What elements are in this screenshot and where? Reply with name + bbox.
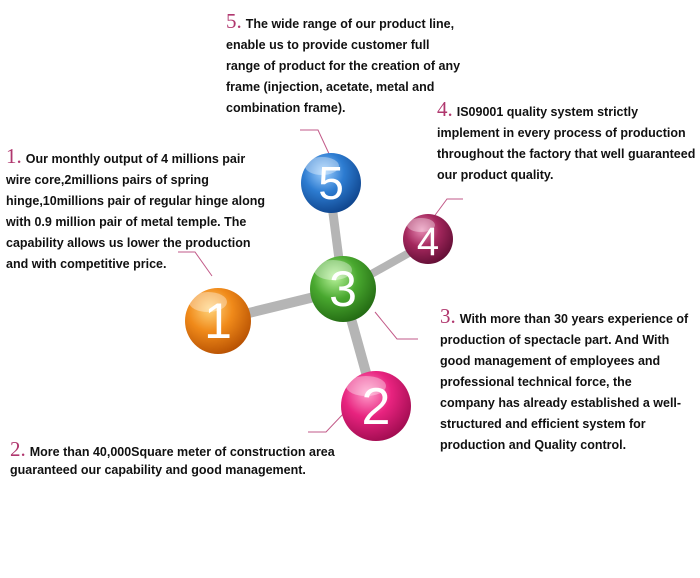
leader-lines xyxy=(178,129,463,433)
text-4: IS09001 quality system strictly implemen… xyxy=(437,105,696,182)
ball-1-label: 1 xyxy=(204,293,232,349)
number-3: 3. xyxy=(440,304,456,328)
ball-3: 3 xyxy=(310,256,376,322)
number-1: 1. xyxy=(6,144,22,168)
leader-2 xyxy=(308,412,345,433)
ball-2-label: 2 xyxy=(362,378,391,436)
text-block-5: 5.The wide range of our product line, en… xyxy=(226,11,462,119)
leader-3 xyxy=(374,311,418,340)
ball-4: 4 xyxy=(403,214,453,264)
ball-1: 1 xyxy=(185,288,251,354)
text-block-4: 4.IS09001 quality system strictly implem… xyxy=(437,99,699,186)
number-5: 5. xyxy=(226,9,242,33)
leader-5 xyxy=(300,129,332,159)
text-block-2: 2.More than 40,000Square meter of constr… xyxy=(10,437,350,479)
leader-4 xyxy=(429,198,463,223)
ball-3-label: 3 xyxy=(329,261,357,317)
ball-2: 2 xyxy=(341,371,411,441)
text-5: The wide range of our product line, enab… xyxy=(226,17,461,115)
text-block-1: 1.Our monthly output of 4 millions pair … xyxy=(6,146,268,275)
ball-4-label: 4 xyxy=(417,220,439,264)
text-1: Our monthly output of 4 millions pair wi… xyxy=(6,152,266,271)
text-block-3: 3.With more than 30 years experience of … xyxy=(440,306,690,456)
ball-5-label: 5 xyxy=(318,157,344,209)
text-3: With more than 30 years experience of pr… xyxy=(440,312,689,452)
leader-1 xyxy=(178,251,213,277)
number-4: 4. xyxy=(437,97,453,121)
text-2: More than 40,000Square meter of construc… xyxy=(10,445,335,477)
number-2: 2. xyxy=(10,437,26,461)
ball-5: 5 xyxy=(301,153,361,213)
